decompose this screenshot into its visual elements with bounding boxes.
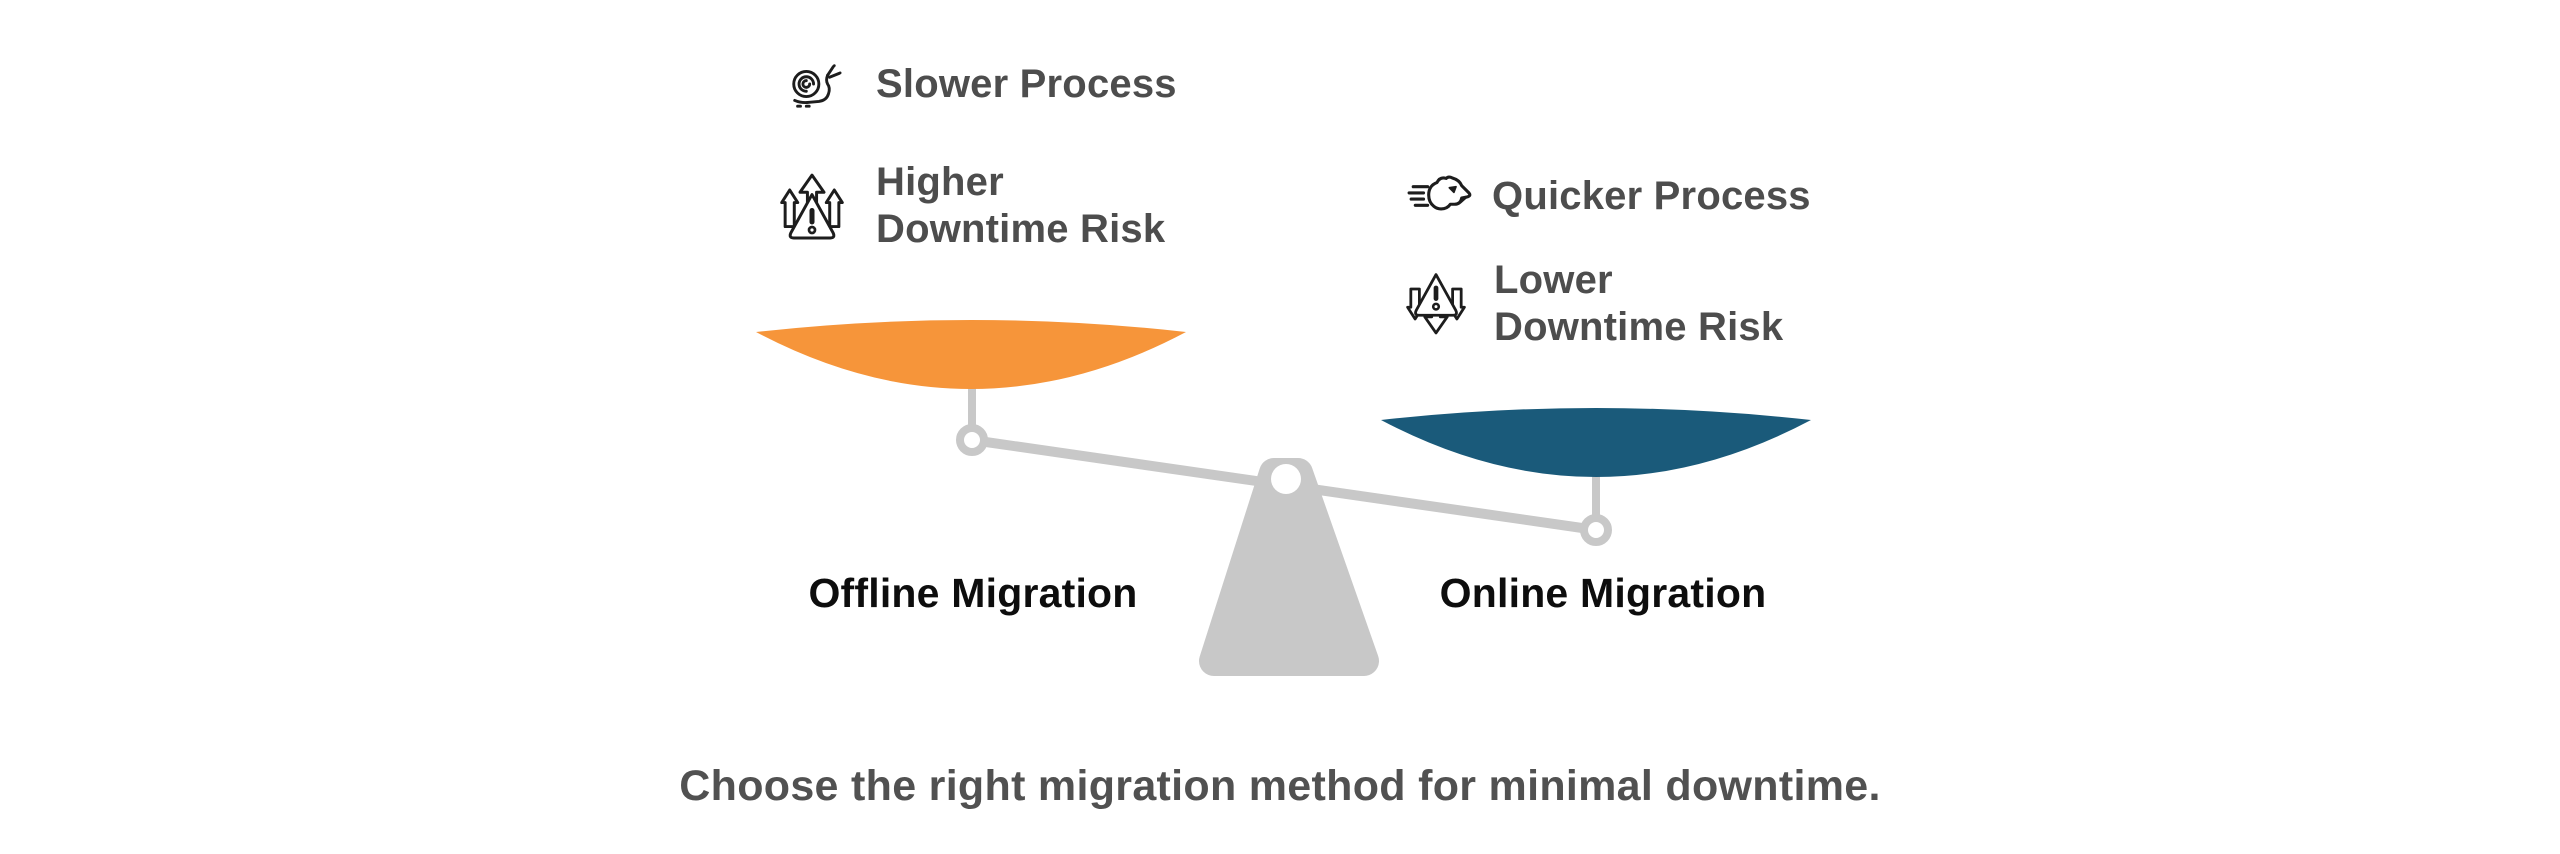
fulcrum	[1199, 458, 1379, 676]
online-pan	[1381, 408, 1811, 477]
caption: Choose the right migration method for mi…	[679, 762, 1881, 810]
feature-label-line1: Lower	[1494, 258, 1613, 302]
feature-label-line1: Higher	[876, 160, 1004, 204]
offline-pan	[756, 320, 1186, 389]
offline-migration-label: Offline Migration	[808, 570, 1138, 616]
feature-lower-downtime-risk: Lower Downtime Risk	[1406, 256, 1783, 352]
feature-higher-downtime-risk: Higher Downtime Risk	[780, 158, 1165, 254]
snail-icon	[792, 64, 842, 108]
feature-label: Slower Process	[876, 61, 1177, 106]
feature-label-line2: Downtime Risk	[876, 207, 1166, 251]
cheetah-icon	[1407, 175, 1472, 211]
left-hanger-ring	[956, 424, 988, 456]
feature-label-line2: Downtime Risk	[1494, 305, 1784, 349]
warning-arrows-down-icon	[1406, 273, 1466, 335]
feature-quicker-process: Quicker Process	[1406, 166, 1811, 226]
right-hanger-ring	[1580, 514, 1612, 546]
online-migration-label: Online Migration	[1439, 570, 1767, 616]
fulcrum-pivot-hole	[1271, 464, 1301, 494]
feature-slower-process: Slower Process	[786, 52, 1177, 116]
feature-label: Quicker Process	[1492, 173, 1811, 218]
warning-arrows-up-icon	[780, 173, 844, 240]
